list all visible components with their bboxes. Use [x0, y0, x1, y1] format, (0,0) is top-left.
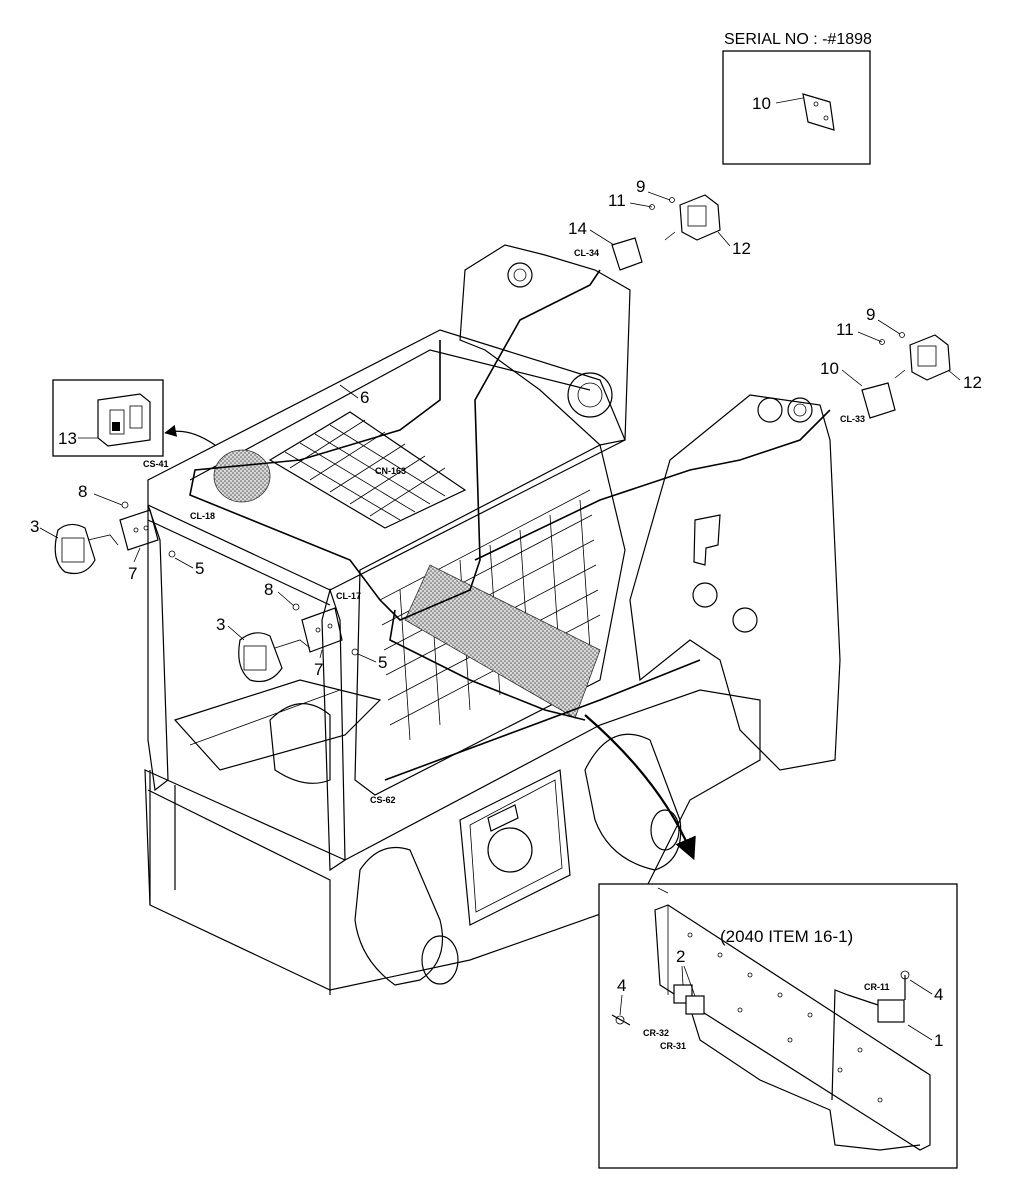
callout-5a: 5 — [195, 559, 204, 578]
switch-inset-frame — [52, 379, 164, 457]
callout-3a: 3 — [30, 517, 39, 536]
label-cr31: CR-31 — [660, 1041, 686, 1051]
callout-1: 1 — [934, 1031, 943, 1050]
label-cl17: CL-17 — [336, 591, 361, 601]
bracket-10 — [861, 382, 896, 419]
label-cs62: CS-62 — [370, 795, 396, 805]
rear-lamp-right — [861, 332, 951, 419]
connector-labels: CL-34 CL-33 CS-41 CL-18 CN-163 CL-17 CS-… — [143, 248, 890, 1051]
bracket-7a — [119, 509, 159, 551]
label-cr11: CR-11 — [864, 982, 890, 992]
label-cr32: CR-32 — [643, 1028, 669, 1038]
callout-7a: 7 — [128, 564, 137, 583]
serial-title: SERIAL NO : -#1898 — [724, 31, 872, 48]
machine-frame — [144, 244, 841, 995]
bracket-plate — [802, 93, 835, 131]
arrow-relay-inset — [584, 714, 696, 861]
callout-9a: 9 — [636, 177, 645, 196]
callout-9b: 9 — [866, 305, 875, 324]
relay-caption: (2040 ITEM 16-1) — [720, 927, 853, 946]
callout-12a: 12 — [732, 239, 751, 258]
rocker-switch — [97, 393, 151, 447]
rear-lamp-upper — [611, 194, 721, 271]
callout-8a: 8 — [78, 482, 87, 501]
callout-13: 13 — [58, 429, 77, 448]
arrow-13 — [164, 424, 216, 446]
bracket-7b — [301, 607, 343, 653]
label-cn163: CN-163 — [375, 466, 406, 476]
callout-10-serial: 10 — [752, 94, 771, 113]
label-cl34: CL-34 — [574, 248, 599, 258]
serial-inset-frame — [722, 50, 871, 165]
callout-2: 2 — [676, 947, 685, 966]
relay-inset-frame — [598, 883, 958, 1169]
callout-6: 6 — [360, 388, 369, 407]
callouts: 1 2 3 3 4 4 5 5 6 7 7 8 8 9 9 10 11 11 — [30, 177, 982, 1050]
callout-4a: 4 — [617, 976, 626, 995]
callout-7b: 7 — [314, 660, 323, 679]
label-cl33: CL-33 — [840, 414, 865, 424]
callout-12b: 12 — [963, 373, 982, 392]
callout-5b: 5 — [378, 653, 387, 672]
callout-11b: 11 — [836, 320, 854, 339]
bracket-14 — [611, 237, 643, 271]
work-light-center — [238, 603, 359, 683]
callout-4b: 4 — [934, 985, 943, 1004]
dome-light-shaded — [213, 449, 271, 503]
serial-inset: SERIAL NO : -#1898 10 — [722, 31, 872, 165]
shaded-panel — [404, 564, 601, 719]
callout-3b: 3 — [216, 615, 225, 634]
callout-14: 14 — [568, 219, 587, 238]
label-cl18: CL-18 — [190, 511, 215, 521]
callout-11a: 11 — [608, 191, 626, 210]
relay-inset: (2040 ITEM 16-1) — [598, 883, 958, 1169]
label-cs41: CS-41 — [143, 459, 169, 469]
switch-inset: 13 — [52, 379, 164, 457]
callout-10: 10 — [820, 359, 839, 378]
callout-8b: 8 — [264, 580, 273, 599]
work-light-left — [54, 501, 176, 575]
